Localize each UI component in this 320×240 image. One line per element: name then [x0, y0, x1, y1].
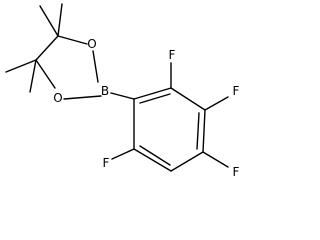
- ring-bond-o-b-bottom: [63, 95, 102, 100]
- bond-c-f-right-lower: [202, 151, 229, 168]
- methyl-bond-bottom-left: [5, 59, 37, 73]
- atom-label-fluorine-top: F: [169, 48, 176, 62]
- bond-b-aryl: [110, 92, 135, 100]
- benzene-bond-1: [133, 87, 172, 100]
- ring-bond-c-o-bottom: [35, 59, 56, 89]
- benzene-bond-2: [170, 87, 206, 111]
- atom-label-fluorine-right-upper: F: [233, 84, 240, 98]
- atom-label-boron: B: [101, 84, 109, 98]
- benzene-bond-1-inner: [139, 93, 171, 104]
- ring-bond-c-o-top: [57, 35, 88, 45]
- methyl-bond-bottom-down: [29, 59, 37, 93]
- benzene-bond-3-inner: [196, 112, 200, 150]
- methyl-bond-top-right: [57, 3, 63, 37]
- benzene-bond-5-inner: [139, 145, 171, 166]
- atom-label-oxygen-bottom: O: [53, 91, 62, 105]
- chemical-structure-diagram: O O B F F F F: [5, 3, 240, 179]
- ring-bond-c-c: [35, 35, 59, 61]
- ring-bond-o-b-top: [92, 50, 99, 83]
- benzene-bond-4: [170, 151, 204, 172]
- bond-c-f-right-upper: [204, 96, 229, 111]
- atom-label-fluorine-left-lower: F: [103, 156, 110, 170]
- atom-label-oxygen-top: O: [87, 37, 96, 51]
- methyl-bond-top-left: [39, 5, 59, 37]
- benzene-bond-3: [202, 109, 206, 153]
- bond-c-f-left-lower: [111, 148, 135, 160]
- atom-label-fluorine-right-lower: F: [233, 165, 240, 179]
- benzene-bond-5: [133, 148, 172, 172]
